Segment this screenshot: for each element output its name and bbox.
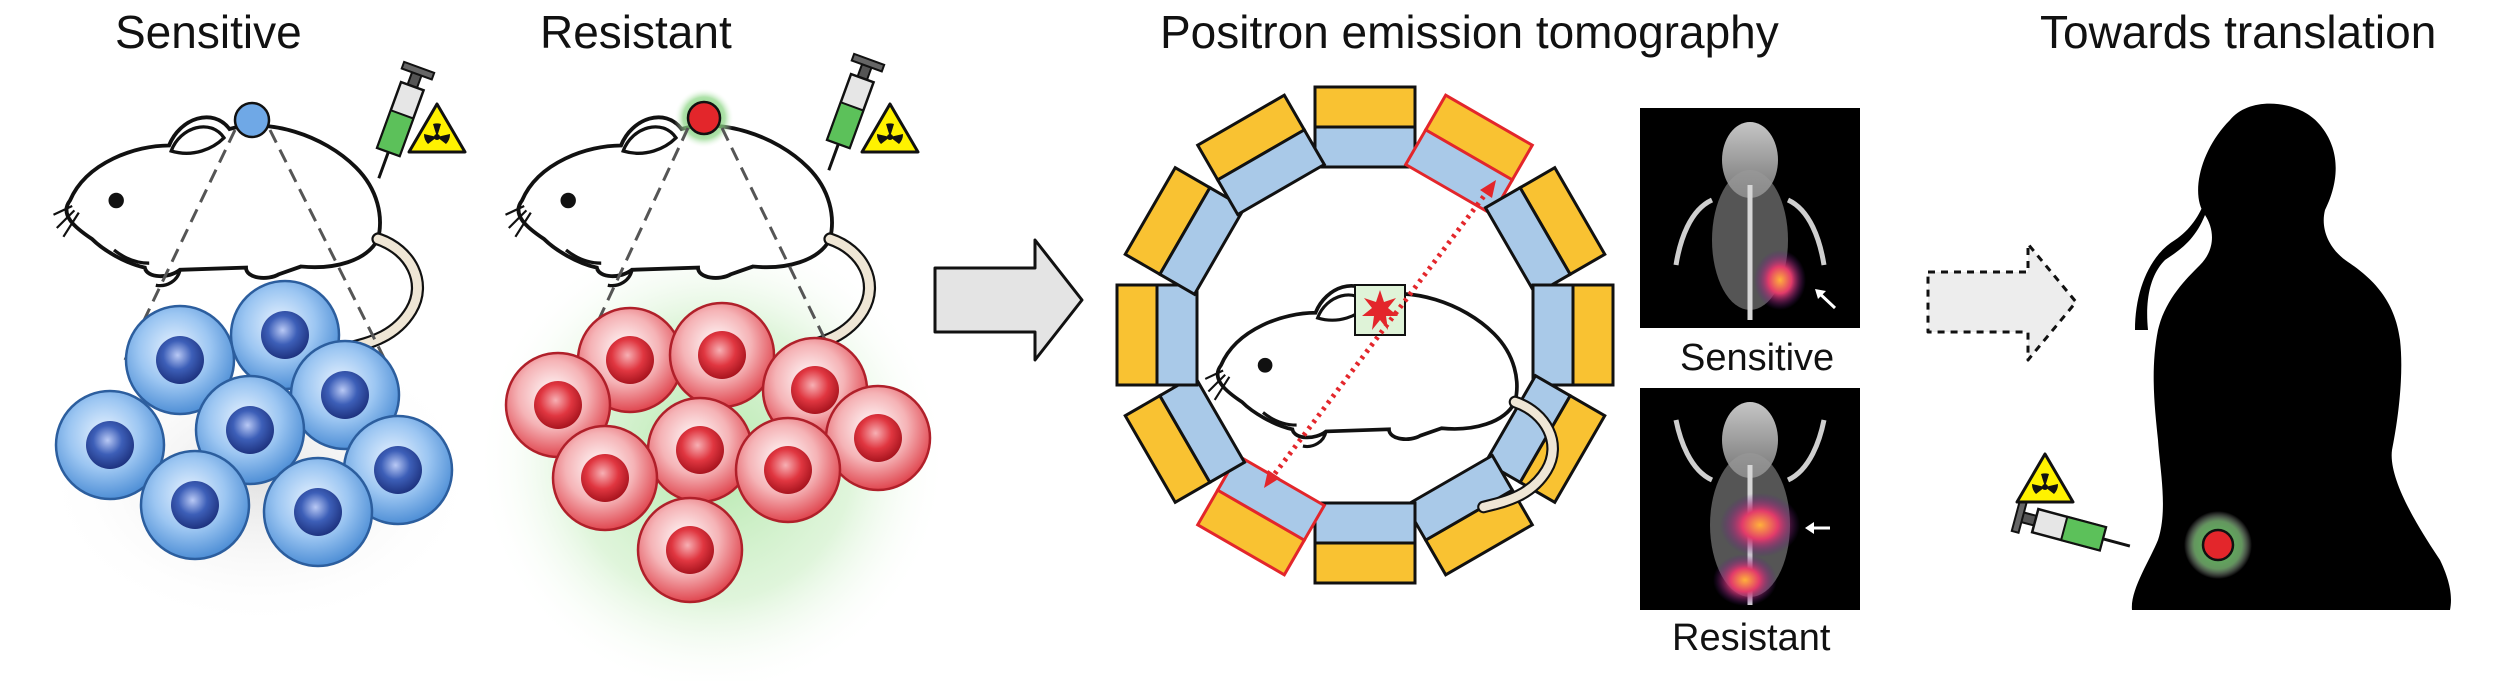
- resistant-cell: [668, 301, 776, 409]
- mouse-icon: [1203, 283, 1559, 514]
- resistant-cell: [734, 416, 842, 524]
- syringe-icon: [362, 60, 436, 186]
- gamma-arrowhead-icon: [1264, 470, 1280, 488]
- resistant-cell-cluster: [504, 301, 932, 604]
- resistant-tumor: [686, 100, 722, 136]
- sensitive-cell: [262, 456, 374, 568]
- heading-resistant: Resistant: [540, 6, 732, 58]
- heading-sensitive: Sensitive: [115, 6, 302, 58]
- resistant-cell: [824, 384, 932, 492]
- pet-scan-resistant: Resistant: [1640, 388, 1860, 659]
- resistant-panel: [477, 52, 947, 681]
- sensitive-cell: [194, 374, 306, 486]
- caption-resistant: Resistant: [1672, 617, 1831, 659]
- gamma-ray-line: [1268, 186, 1492, 482]
- sensitive-tumor: [233, 101, 271, 139]
- syringe-icon: [2010, 498, 2136, 564]
- human-silhouette-icon: [2131, 103, 2451, 611]
- annihilation-burst-icon: [1362, 290, 1398, 330]
- radiation-hazard-icon: [860, 102, 920, 154]
- sensitive-cell: [54, 389, 166, 501]
- heading-pet: Positron emission tomography: [1160, 6, 1779, 58]
- resistant-cell: [646, 396, 754, 504]
- radiation-hazard-icon: [407, 102, 467, 154]
- gamma-arrowhead-icon: [1480, 180, 1496, 198]
- dashed-arrow-right-icon: [1926, 242, 2078, 362]
- resistant-cell: [636, 496, 744, 604]
- pet-scan-sensitive: Sensitive: [1640, 108, 1860, 379]
- human-tumor: [2201, 528, 2235, 562]
- resistant-cell: [551, 424, 659, 532]
- sensitive-cell: [139, 449, 251, 561]
- mouse-icon: [51, 115, 425, 356]
- sensitive-cell-cluster: [54, 279, 454, 568]
- pet-scanner: [1115, 85, 1615, 585]
- arrow-right-icon: [933, 238, 1084, 362]
- heading-towards-translation: Towards translation: [2040, 6, 2436, 58]
- radiation-hazard-icon: [2015, 452, 2075, 504]
- syringe-icon: [812, 52, 886, 178]
- caption-sensitive: Sensitive: [1680, 337, 1834, 379]
- sensitive-panel: [40, 60, 480, 630]
- sensitive-cell: [124, 304, 236, 416]
